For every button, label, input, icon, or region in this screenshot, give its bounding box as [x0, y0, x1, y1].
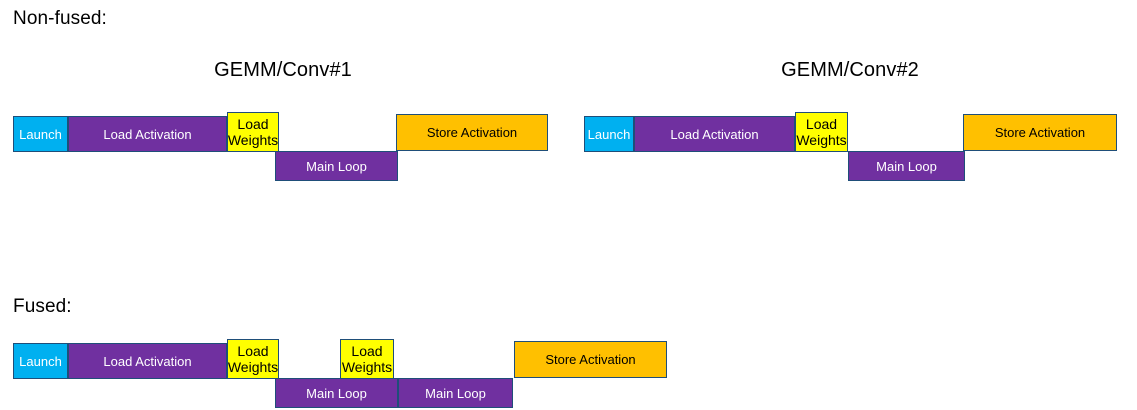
bar-main-loop-g1[interactable]: Main Loop [275, 151, 398, 181]
bar-label: Launch [587, 126, 631, 142]
bar-load-weights-g2[interactable]: Load Weights [795, 112, 848, 152]
group-title-gemm-conv-2: GEMM/Conv#2 [781, 59, 919, 81]
bar-store-activation-fused[interactable]: Store Activation [514, 341, 667, 378]
bar-label: Launch [19, 126, 62, 142]
group-title-gemm-conv-1: GEMM/Conv#1 [214, 59, 352, 81]
bar-label: Main Loop [876, 158, 937, 174]
bar-launch-g2[interactable]: Launch [584, 116, 634, 152]
bar-label: Load Weights [227, 116, 279, 148]
bar-main-loop-fused-2[interactable]: Main Loop [398, 378, 513, 408]
bar-label: Load Activation [103, 353, 192, 369]
bar-launch-fused[interactable]: Launch [13, 343, 68, 379]
bar-load-activation-g2[interactable]: Load Activation [634, 116, 795, 152]
bar-label: Load Weights [341, 343, 393, 375]
bar-label: Load Activation [103, 126, 192, 142]
bar-label: Main Loop [425, 385, 486, 401]
bar-load-activation-g1[interactable]: Load Activation [68, 116, 227, 152]
bar-main-loop-g2[interactable]: Main Loop [848, 151, 965, 181]
bar-label: Main Loop [306, 385, 367, 401]
section-label-fused: Fused: [13, 296, 72, 317]
bar-store-activation-g1[interactable]: Store Activation [396, 114, 548, 151]
bar-load-weights-fused-1[interactable]: Load Weights [227, 339, 279, 379]
bar-label: Load Weights [796, 116, 847, 148]
bar-label: Main Loop [306, 158, 367, 174]
bar-launch-g1[interactable]: Launch [13, 116, 68, 152]
bar-label: Load Weights [227, 343, 279, 375]
bar-load-weights-fused-2[interactable]: Load Weights [340, 339, 394, 379]
bar-label: Store Activation [426, 125, 518, 140]
bar-load-activation-fused[interactable]: Load Activation [68, 343, 227, 379]
bar-main-loop-fused-1[interactable]: Main Loop [275, 378, 398, 408]
bar-load-weights-g1[interactable]: Load Weights [227, 112, 279, 152]
bar-label: Launch [19, 353, 62, 369]
bar-label: Store Activation [545, 352, 636, 367]
bar-label: Store Activation [994, 125, 1086, 140]
bar-label: Load Activation [670, 126, 759, 142]
bar-store-activation-g2[interactable]: Store Activation [963, 114, 1117, 151]
section-label-non-fused: Non-fused: [13, 8, 107, 29]
